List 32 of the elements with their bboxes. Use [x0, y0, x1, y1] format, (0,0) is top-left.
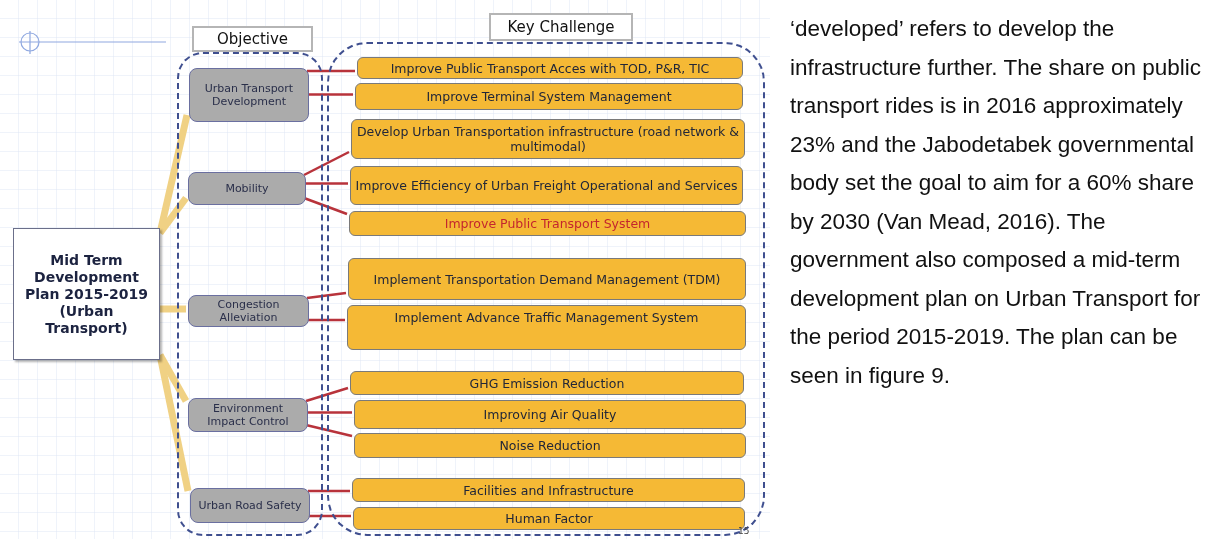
challenge-box: Noise Reduction	[354, 433, 746, 458]
connector-line	[307, 69, 355, 73]
connector-line	[307, 93, 353, 96]
connector-line	[306, 291, 347, 300]
connector-line	[306, 411, 352, 414]
body-paragraph: ‘developed’ refers to develop the infrastructure further. The share on public transport rides is in 2016 approximately 23% and the Jabodetabek governmental body set the goal to aim for a 60% share by 2030 (Van Mead, 2016). The government also composed a mid-term development plan on Urban Transport for the period 2015-2019. The plan can be seen in figure 9.	[790, 15, 1203, 390]
challenge-box: Implement Advance Traffic Management System	[347, 305, 746, 350]
connector-line	[308, 514, 351, 518]
objective-box: Urban Road Safety	[190, 488, 310, 523]
challenge-box: Improve Public Transport System	[349, 211, 746, 236]
objective-box: Environment Impact Control	[188, 398, 308, 432]
connector-line	[307, 318, 345, 322]
challenge-box: GHG Emission Reduction	[350, 371, 744, 395]
objective-box: Congestion Alleviation	[188, 295, 309, 327]
connector-line	[160, 305, 186, 313]
group-heading: Objective	[192, 26, 313, 52]
challenge-box: Improve Public Transport Acces with TOD, P&R, TIC	[357, 57, 743, 79]
connector-line	[308, 489, 350, 493]
plan-box: Mid Term Development Plan 2015-2019 (Urban Transport)	[13, 228, 160, 360]
challenge-box: Implement Transportation Demand Management (TDM)	[348, 258, 746, 300]
challenge-box: Develop Urban Transportation infrastructure (road network & multimodal)	[351, 119, 745, 159]
challenge-box: Facilities and Infrastructure	[352, 478, 745, 502]
challenge-box: Improving Air Quality	[354, 400, 746, 429]
challenge-box: Improve Terminal System Management	[355, 83, 743, 110]
objective-box: Urban Transport Development	[189, 68, 309, 122]
connector-line	[304, 182, 348, 185]
connector-line	[156, 354, 192, 492]
objective-box: Mobility	[188, 172, 306, 205]
group-heading: Key Challenge	[489, 13, 633, 41]
connector-line	[305, 386, 349, 403]
connector-line	[303, 150, 350, 177]
challenge-box: Improve Efficiency of Urban Freight Operational and Services	[350, 166, 743, 205]
